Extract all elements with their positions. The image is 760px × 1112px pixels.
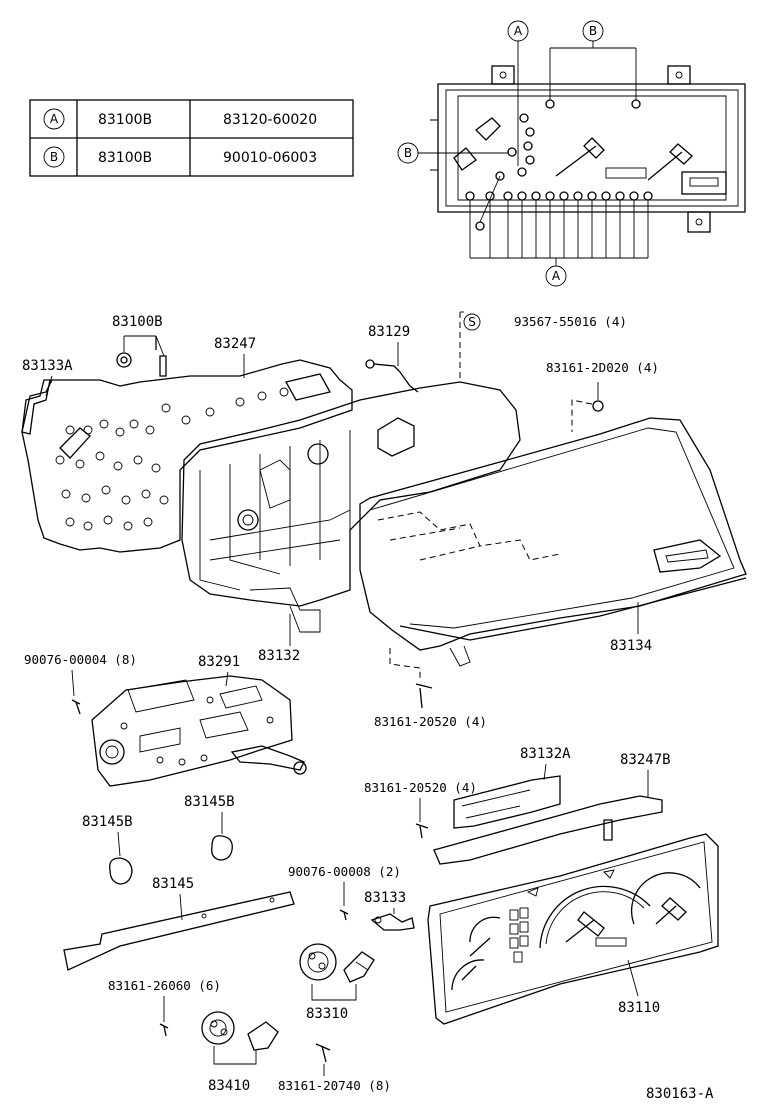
screw-83161-2D020	[571, 382, 604, 432]
label-83132: 83132	[258, 648, 300, 664]
label-83133A: 83133A	[22, 358, 73, 374]
legend-a-key: A	[50, 112, 59, 126]
part-83133	[339, 909, 415, 931]
legend-table: A 83100B 83120-60020 B 83100B 90010-0600…	[29, 99, 354, 177]
legend-b-key: B	[50, 150, 58, 164]
label-83161-20520-a: 83161-20520 (4)	[374, 714, 487, 729]
label-83247: 83247	[214, 336, 256, 352]
printed-circuit-board	[21, 335, 353, 553]
label-83161-20740: 83161-20740 (8)	[278, 1078, 391, 1093]
legend-a-part: 83100B	[98, 112, 152, 128]
legend-b-circle	[43, 146, 65, 168]
label-83145B-right: 83145B	[184, 794, 235, 810]
label-83145: 83145	[152, 876, 194, 892]
bulb-83145B-left	[109, 857, 133, 885]
meter-housing	[181, 381, 521, 633]
meter-case-83134	[359, 417, 747, 682]
callout-b-top: B	[589, 24, 597, 38]
label-83134: 83134	[610, 638, 652, 654]
bulb-location-view: A B B A	[397, 20, 746, 287]
label-83145B-left: 83145B	[82, 814, 133, 830]
label-83129: 83129	[368, 324, 410, 340]
label-83110: 83110	[618, 1000, 660, 1016]
callout-b-left: B	[404, 146, 412, 160]
legend-b-part: 83100B	[98, 150, 152, 166]
legend-b-number: 90010-06003	[223, 150, 317, 166]
screw-93567: S	[459, 311, 481, 380]
label-90076-00008: 90076-00008 (2)	[288, 864, 401, 879]
screw-83161-20740	[315, 1043, 331, 1063]
label-90076-00004: 90076-00004 (8)	[24, 652, 137, 667]
label-83161-26060: 83161-26060 (6)	[108, 978, 221, 993]
legend-a-circle	[43, 108, 65, 130]
callout-a-bottom-circle	[545, 265, 567, 287]
wire-83129	[365, 359, 419, 393]
label-83161-20520-b: 83161-20520 (4)	[364, 780, 477, 795]
meter-face-83110	[427, 833, 719, 1025]
label-83291: 83291	[198, 654, 240, 670]
screw-83161-20520-a	[415, 683, 433, 709]
circuit-board-83291	[71, 675, 307, 787]
legend-a-number: 83120-60020	[223, 112, 317, 128]
bulb-83145B-right	[211, 835, 233, 861]
label-83247B: 83247B	[620, 752, 671, 768]
drawing-id: 830163-A	[646, 1086, 714, 1102]
callout-a-bottom: A	[552, 269, 561, 283]
plate-83145	[63, 891, 295, 971]
label-s-symbol: S	[468, 315, 476, 329]
label-93567-55016: 93567-55016 (4)	[514, 314, 627, 329]
label-83100B: 83100B	[112, 314, 163, 330]
callout-a-top: A	[514, 24, 523, 38]
switch-83310	[299, 943, 375, 1001]
label-83410: 83410	[208, 1078, 250, 1094]
label-83310: 83310	[306, 1006, 348, 1022]
label-83161-2D020: 83161-2D020 (4)	[546, 360, 659, 375]
label-83132A: 83132A	[520, 746, 571, 762]
label-83133: 83133	[364, 890, 406, 906]
panel-83132A	[415, 775, 663, 865]
switch-83410	[159, 1011, 279, 1065]
